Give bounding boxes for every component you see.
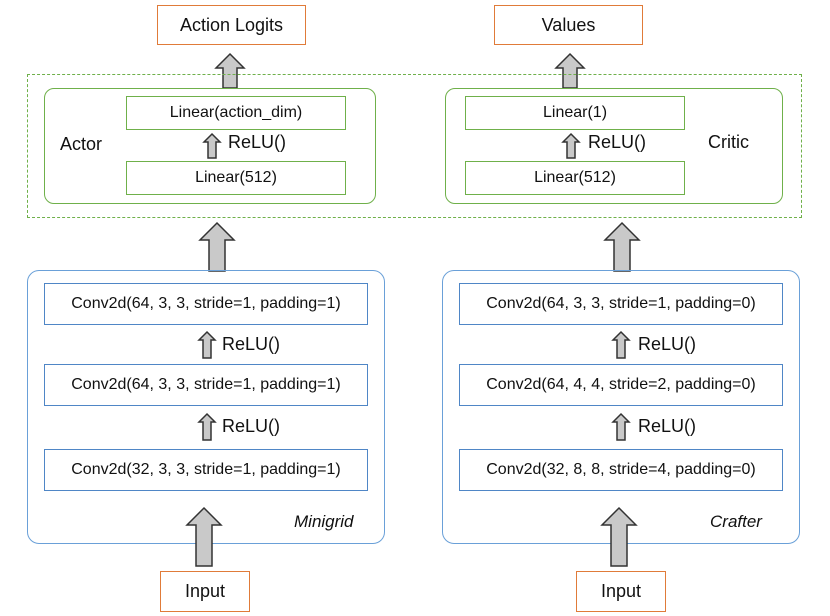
crafter-relu-2: ReLU() xyxy=(638,334,697,354)
actor-linear-512-label: Linear(512) xyxy=(195,169,277,186)
minigrid-input-label: Input xyxy=(184,581,226,601)
minigrid-relu-2: ReLU() xyxy=(222,334,281,354)
crafter-label: Crafter xyxy=(710,512,762,531)
values-label: Values xyxy=(541,14,596,35)
arrow-up-icon xyxy=(197,412,217,441)
minigrid-conv-1-label: Conv2d(32, 3, 3, stride=1, padding=1) xyxy=(71,461,341,478)
critic-title: Critic xyxy=(708,132,749,152)
crafter-relu-1: ReLU() xyxy=(638,416,697,436)
actor-title: Actor xyxy=(60,134,103,154)
actor-head xyxy=(44,88,376,204)
arrow-up-icon xyxy=(611,412,631,441)
minigrid-conv-1: Conv2d(32, 3, 3, stride=1, padding=1) xyxy=(44,449,368,491)
critic-head xyxy=(445,88,783,204)
arrow-up-icon xyxy=(603,221,641,272)
minigrid-relu-1: ReLU() xyxy=(222,416,281,436)
actor-linear-512: Linear(512) xyxy=(126,161,346,195)
arrow-up-icon xyxy=(198,221,236,272)
critic-linear-1-label: Linear(1) xyxy=(542,104,608,121)
crafter-conv-2: Conv2d(64, 4, 4, stride=2, padding=0) xyxy=(459,364,783,406)
minigrid-label: Minigrid xyxy=(294,512,354,531)
minigrid-conv-2-label: Conv2d(64, 3, 3, stride=1, padding=1) xyxy=(71,376,341,393)
arrow-up-icon xyxy=(202,132,222,159)
minigrid-conv-2: Conv2d(64, 3, 3, stride=1, padding=1) xyxy=(44,364,368,406)
crafter-conv-2-label: Conv2d(64, 4, 4, stride=2, padding=0) xyxy=(486,376,756,393)
critic-relu: ReLU() xyxy=(588,132,647,152)
action-logits-box: Action Logits xyxy=(157,5,306,45)
minigrid-input-box: Input xyxy=(160,571,250,612)
crafter-conv-1-label: Conv2d(32, 8, 8, stride=4, padding=0) xyxy=(486,461,756,478)
critic-linear-512-label: Linear(512) xyxy=(534,169,616,186)
critic-linear-512: Linear(512) xyxy=(465,161,685,195)
arrow-up-icon xyxy=(561,132,581,159)
arrow-up-icon xyxy=(197,330,217,359)
heads-container xyxy=(27,74,802,218)
actor-linear-action-dim-label: Linear(action_dim) xyxy=(169,104,303,121)
arrow-up-icon xyxy=(185,506,223,567)
minigrid-conv-3-label: Conv2d(64, 3, 3, stride=1, padding=1) xyxy=(71,295,341,312)
crafter-conv-1: Conv2d(32, 8, 8, stride=4, padding=0) xyxy=(459,449,783,491)
crafter-conv-3-label: Conv2d(64, 3, 3, stride=1, padding=0) xyxy=(486,295,756,312)
crafter-input-box: Input xyxy=(576,571,666,612)
action-logits-label: Action Logits xyxy=(179,14,284,35)
arrow-up-icon xyxy=(611,330,631,359)
values-box: Values xyxy=(494,5,643,45)
minigrid-conv-3: Conv2d(64, 3, 3, stride=1, padding=1) xyxy=(44,283,368,325)
crafter-input-label: Input xyxy=(600,581,642,601)
actor-relu: ReLU() xyxy=(228,132,287,152)
critic-linear-1: Linear(1) xyxy=(465,96,685,130)
arrow-up-icon xyxy=(600,506,638,567)
actor-linear-action-dim: Linear(action_dim) xyxy=(126,96,346,130)
crafter-conv-3: Conv2d(64, 3, 3, stride=1, padding=0) xyxy=(459,283,783,325)
